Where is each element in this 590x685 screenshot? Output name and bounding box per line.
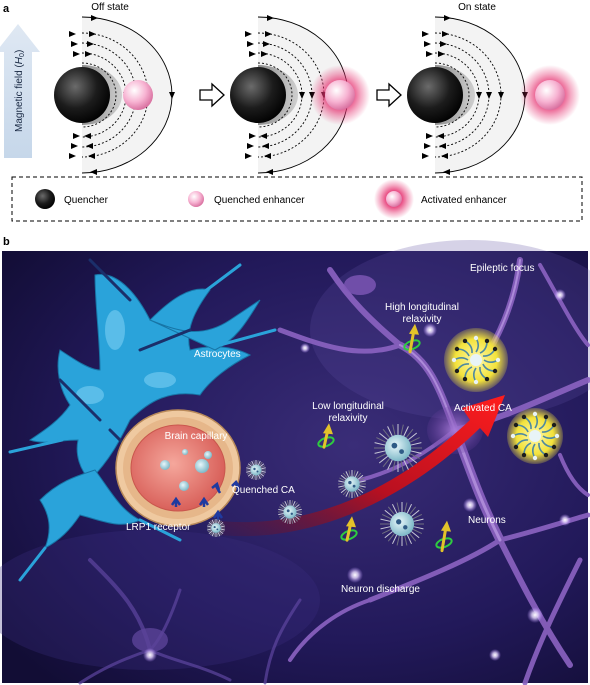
legend-quencher-label: Quencher [64, 195, 109, 206]
transition-arrow-1 [199, 82, 225, 108]
magnetic-field-label: Magnetic field (H0) [14, 50, 26, 132]
low-relaxivity-label-2: relaxivity [329, 413, 368, 424]
legend-quenched-enhancer-icon [188, 191, 204, 207]
capillary-ca-particles [160, 449, 212, 491]
legend-quencher-icon [35, 189, 55, 209]
spin-icon [317, 423, 335, 449]
quenched-ca-particle [246, 460, 266, 480]
panel-a-letter: a [3, 3, 10, 15]
neurons-illustration [78, 257, 590, 685]
activated-ca-cluster [510, 411, 560, 461]
spin-icon [435, 520, 453, 553]
astrocytes-label: Astrocytes [194, 349, 241, 360]
brain-capillary [115, 409, 241, 527]
quenched-ca-particle [374, 424, 422, 472]
illustration: Epileptic focus High longitudinal relaxi… [0, 240, 590, 685]
quencher-sphere [407, 67, 463, 123]
relaxivity-spin-icons [317, 323, 453, 553]
field-diagrams [54, 15, 580, 175]
brain-capillary-label: Brain capillary [165, 431, 228, 442]
quenched-ca-particle [207, 519, 225, 537]
transition-arrow-2 [376, 82, 402, 108]
on-state-label: On state [458, 2, 496, 13]
epileptic-focus-label: Epileptic focus [470, 263, 534, 274]
spin-icon [403, 323, 421, 354]
quenched-enhancer-sphere [123, 80, 153, 110]
quenched-ca-particle [278, 500, 302, 524]
activated-enhancer-sphere [325, 80, 355, 110]
panel-b-letter: b [3, 236, 10, 248]
activated-ca-cluster [451, 335, 501, 385]
neuron-discharge-label: Neuron discharge [341, 584, 420, 595]
spin-icon [340, 516, 358, 542]
astrocytes-illustration [8, 258, 277, 582]
quenched-ca-particle [338, 470, 366, 498]
on-state-diagram [407, 15, 580, 175]
high-relaxivity-label-2: relaxivity [403, 314, 442, 325]
quenched-ca-label: Quenched CA [232, 485, 295, 496]
legend-activated-enhancer-label: Activated enhancer [421, 195, 507, 206]
off-state-diagram [54, 15, 175, 175]
high-relaxivity-label-1: High longitudinal [385, 302, 459, 313]
lrp1-receptor-label: LRP1 receptor [126, 522, 191, 533]
legend-quenched-enhancer-label: Quenched enhancer [214, 195, 305, 206]
activated-enhancer-sphere [535, 80, 565, 110]
neurons-label: Neurons [468, 515, 506, 526]
off-state-label: Off state [91, 2, 129, 13]
quenched-ca-particle [380, 502, 424, 546]
legend-box: Quencher Quenched enhancer Activated enh… [11, 176, 583, 222]
activated-ca-particles [444, 328, 563, 464]
quencher-sphere [54, 67, 110, 123]
quenched-ca-particles [207, 424, 424, 546]
transition-diagram [230, 15, 370, 175]
quencher-sphere [230, 67, 286, 123]
magnetic-field-arrow: Magnetic field (H0) [0, 24, 40, 158]
activated-ca-label: Activated CA [454, 403, 512, 414]
low-relaxivity-label-1: Low longitudinal [312, 401, 384, 412]
activation-arrow [210, 395, 505, 537]
